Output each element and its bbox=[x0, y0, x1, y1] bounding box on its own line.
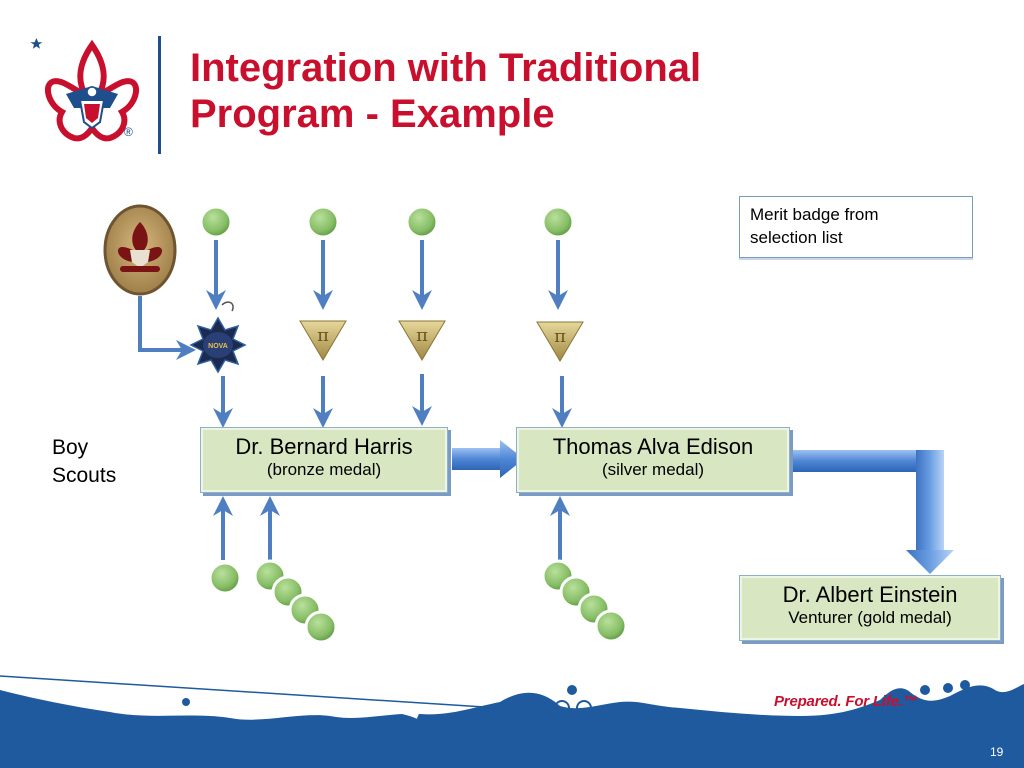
title-divider bbox=[158, 36, 161, 154]
merit-badge-circle-icon bbox=[541, 205, 575, 239]
bsa-fleur-de-lis-logo-icon: ® bbox=[30, 38, 140, 142]
nova-award-icon: NOVA bbox=[189, 301, 247, 374]
edison-award-name: Thomas Alva Edison bbox=[552, 434, 754, 459]
up-arrows-bottom bbox=[213, 496, 570, 560]
legend-line-2: selection list bbox=[750, 228, 843, 247]
edison-to-einstein-arrow bbox=[790, 450, 954, 574]
einstein-award-level: Venturer (gold medal) bbox=[788, 608, 952, 627]
edison-award-level: (silver medal) bbox=[601, 460, 705, 479]
down-arrows-top bbox=[206, 240, 568, 310]
harris-award-box: Dr. Bernard Harris (bronze medal) bbox=[200, 427, 448, 493]
harris-to-edison-arrow bbox=[452, 440, 524, 478]
title-line-1: Integration with Traditional bbox=[190, 46, 702, 90]
pi-pin-icon: π bbox=[536, 321, 584, 362]
merit-badge-circle-icon bbox=[304, 610, 338, 644]
merit-badge-circle-icon bbox=[306, 205, 340, 239]
legend-label: Merit badge from selection list bbox=[750, 203, 920, 249]
merit-badge-circle-icon bbox=[594, 609, 628, 643]
svg-text:π: π bbox=[416, 325, 428, 346]
einstein-award-name: Dr. Albert Einstein bbox=[782, 582, 958, 607]
registered-mark: ® bbox=[124, 125, 133, 139]
legend-box bbox=[739, 196, 973, 258]
down-arrows-middle bbox=[213, 374, 572, 428]
pi-pin-icon: π bbox=[398, 320, 446, 361]
boy-scouts-line-1: Boy bbox=[52, 436, 89, 459]
merit-badge-circle-icon bbox=[208, 561, 242, 595]
edison-award-box: Thomas Alva Edison (silver medal) bbox=[516, 427, 790, 493]
merit-badge-circle-icon bbox=[405, 205, 439, 239]
footer-landscape bbox=[0, 675, 1024, 768]
patch-to-nova-arrow bbox=[138, 296, 196, 360]
first-class-patch-icon bbox=[103, 204, 177, 296]
svg-text:NOVA: NOVA bbox=[208, 343, 228, 350]
legend-line-1: Merit badge from bbox=[750, 205, 879, 224]
bottom-merit-badges bbox=[208, 559, 628, 644]
harris-award-name: Dr. Bernard Harris bbox=[235, 434, 413, 459]
boy-scouts-label: Boy Scouts bbox=[52, 434, 116, 490]
harris-award-level: (bronze medal) bbox=[266, 460, 382, 479]
title-line-2: Program - Example bbox=[190, 92, 555, 136]
svg-text:π: π bbox=[554, 326, 566, 347]
brand-tagline: Prepared. For Life.™ bbox=[774, 693, 918, 710]
page-number: 19 bbox=[990, 745, 1004, 759]
merit-badge-circle-icon bbox=[199, 205, 233, 239]
einstein-award-box: Dr. Albert Einstein Venturer (gold medal… bbox=[739, 575, 1001, 641]
slide-title: Integration with Traditional Program - E… bbox=[190, 45, 830, 137]
pi-pin-icon: π bbox=[299, 320, 347, 361]
svg-text:π: π bbox=[317, 325, 329, 346]
boy-scouts-line-2: Scouts bbox=[52, 464, 117, 487]
